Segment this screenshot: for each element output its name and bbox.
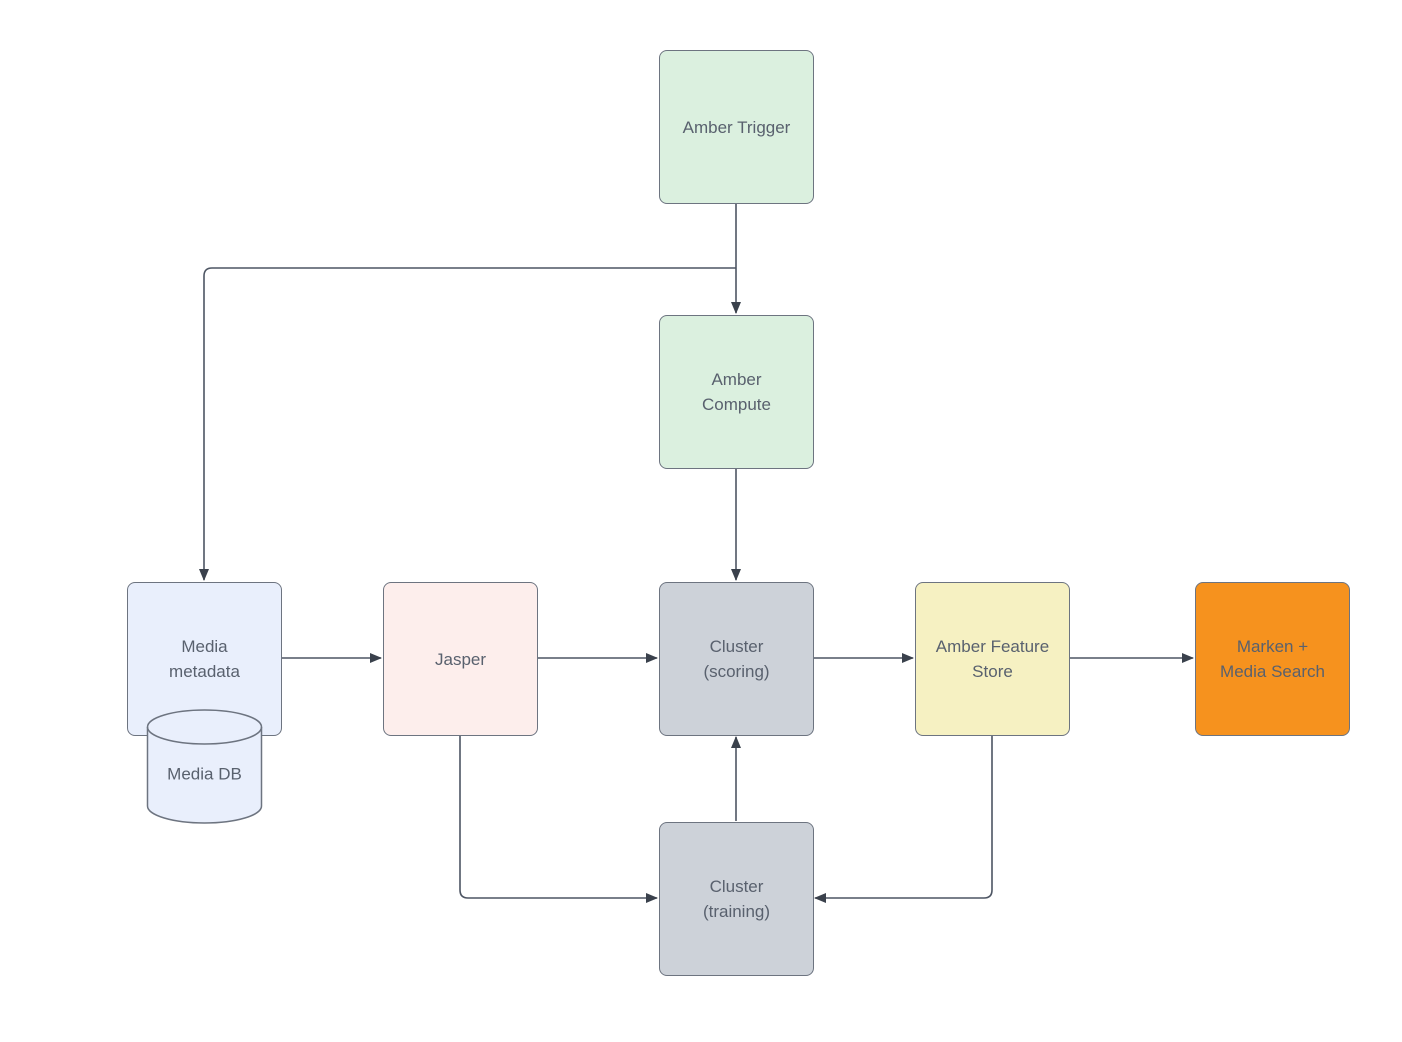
- cylinder-body: [146, 709, 263, 824]
- label-media-metadata: Media metadata: [169, 637, 240, 681]
- node-marken-media-search[interactable]: Marken + Media Search: [1195, 582, 1350, 736]
- label-amber-compute: Amber Compute: [702, 370, 771, 414]
- cylinder-icon: [146, 709, 263, 824]
- label-cluster-scoring: Cluster (scoring): [703, 637, 770, 681]
- label-amber-feature-store: Amber Feature Store: [935, 637, 1050, 681]
- node-media-db[interactable]: Media DB: [146, 708, 263, 825]
- node-amber-trigger[interactable]: Amber Trigger: [659, 50, 814, 204]
- cylinder-top-arc: [146, 726, 263, 745]
- label-media-db: Media DB: [167, 764, 242, 783]
- edge-feature-store-to-training[interactable]: [814, 736, 993, 903]
- node-cluster-scoring[interactable]: Cluster (scoring): [659, 582, 814, 736]
- label-amber-trigger: Amber Trigger: [682, 117, 791, 137]
- label-cluster-training: Cluster (training): [702, 877, 771, 921]
- node-amber-compute[interactable]: Amber Compute: [659, 315, 814, 469]
- label-jasper: Jasper: [434, 649, 487, 669]
- node-amber-feature-store[interactable]: Amber Feature Store: [915, 582, 1070, 736]
- label-marken-media-search: Marken + Media Search: [1220, 637, 1325, 681]
- edge-trigger-to-media-metadata[interactable]: [199, 267, 736, 581]
- edge-jasper-to-training[interactable]: [459, 736, 658, 903]
- node-cluster-training[interactable]: Cluster (training): [659, 822, 814, 976]
- node-jasper[interactable]: Jasper: [383, 582, 538, 736]
